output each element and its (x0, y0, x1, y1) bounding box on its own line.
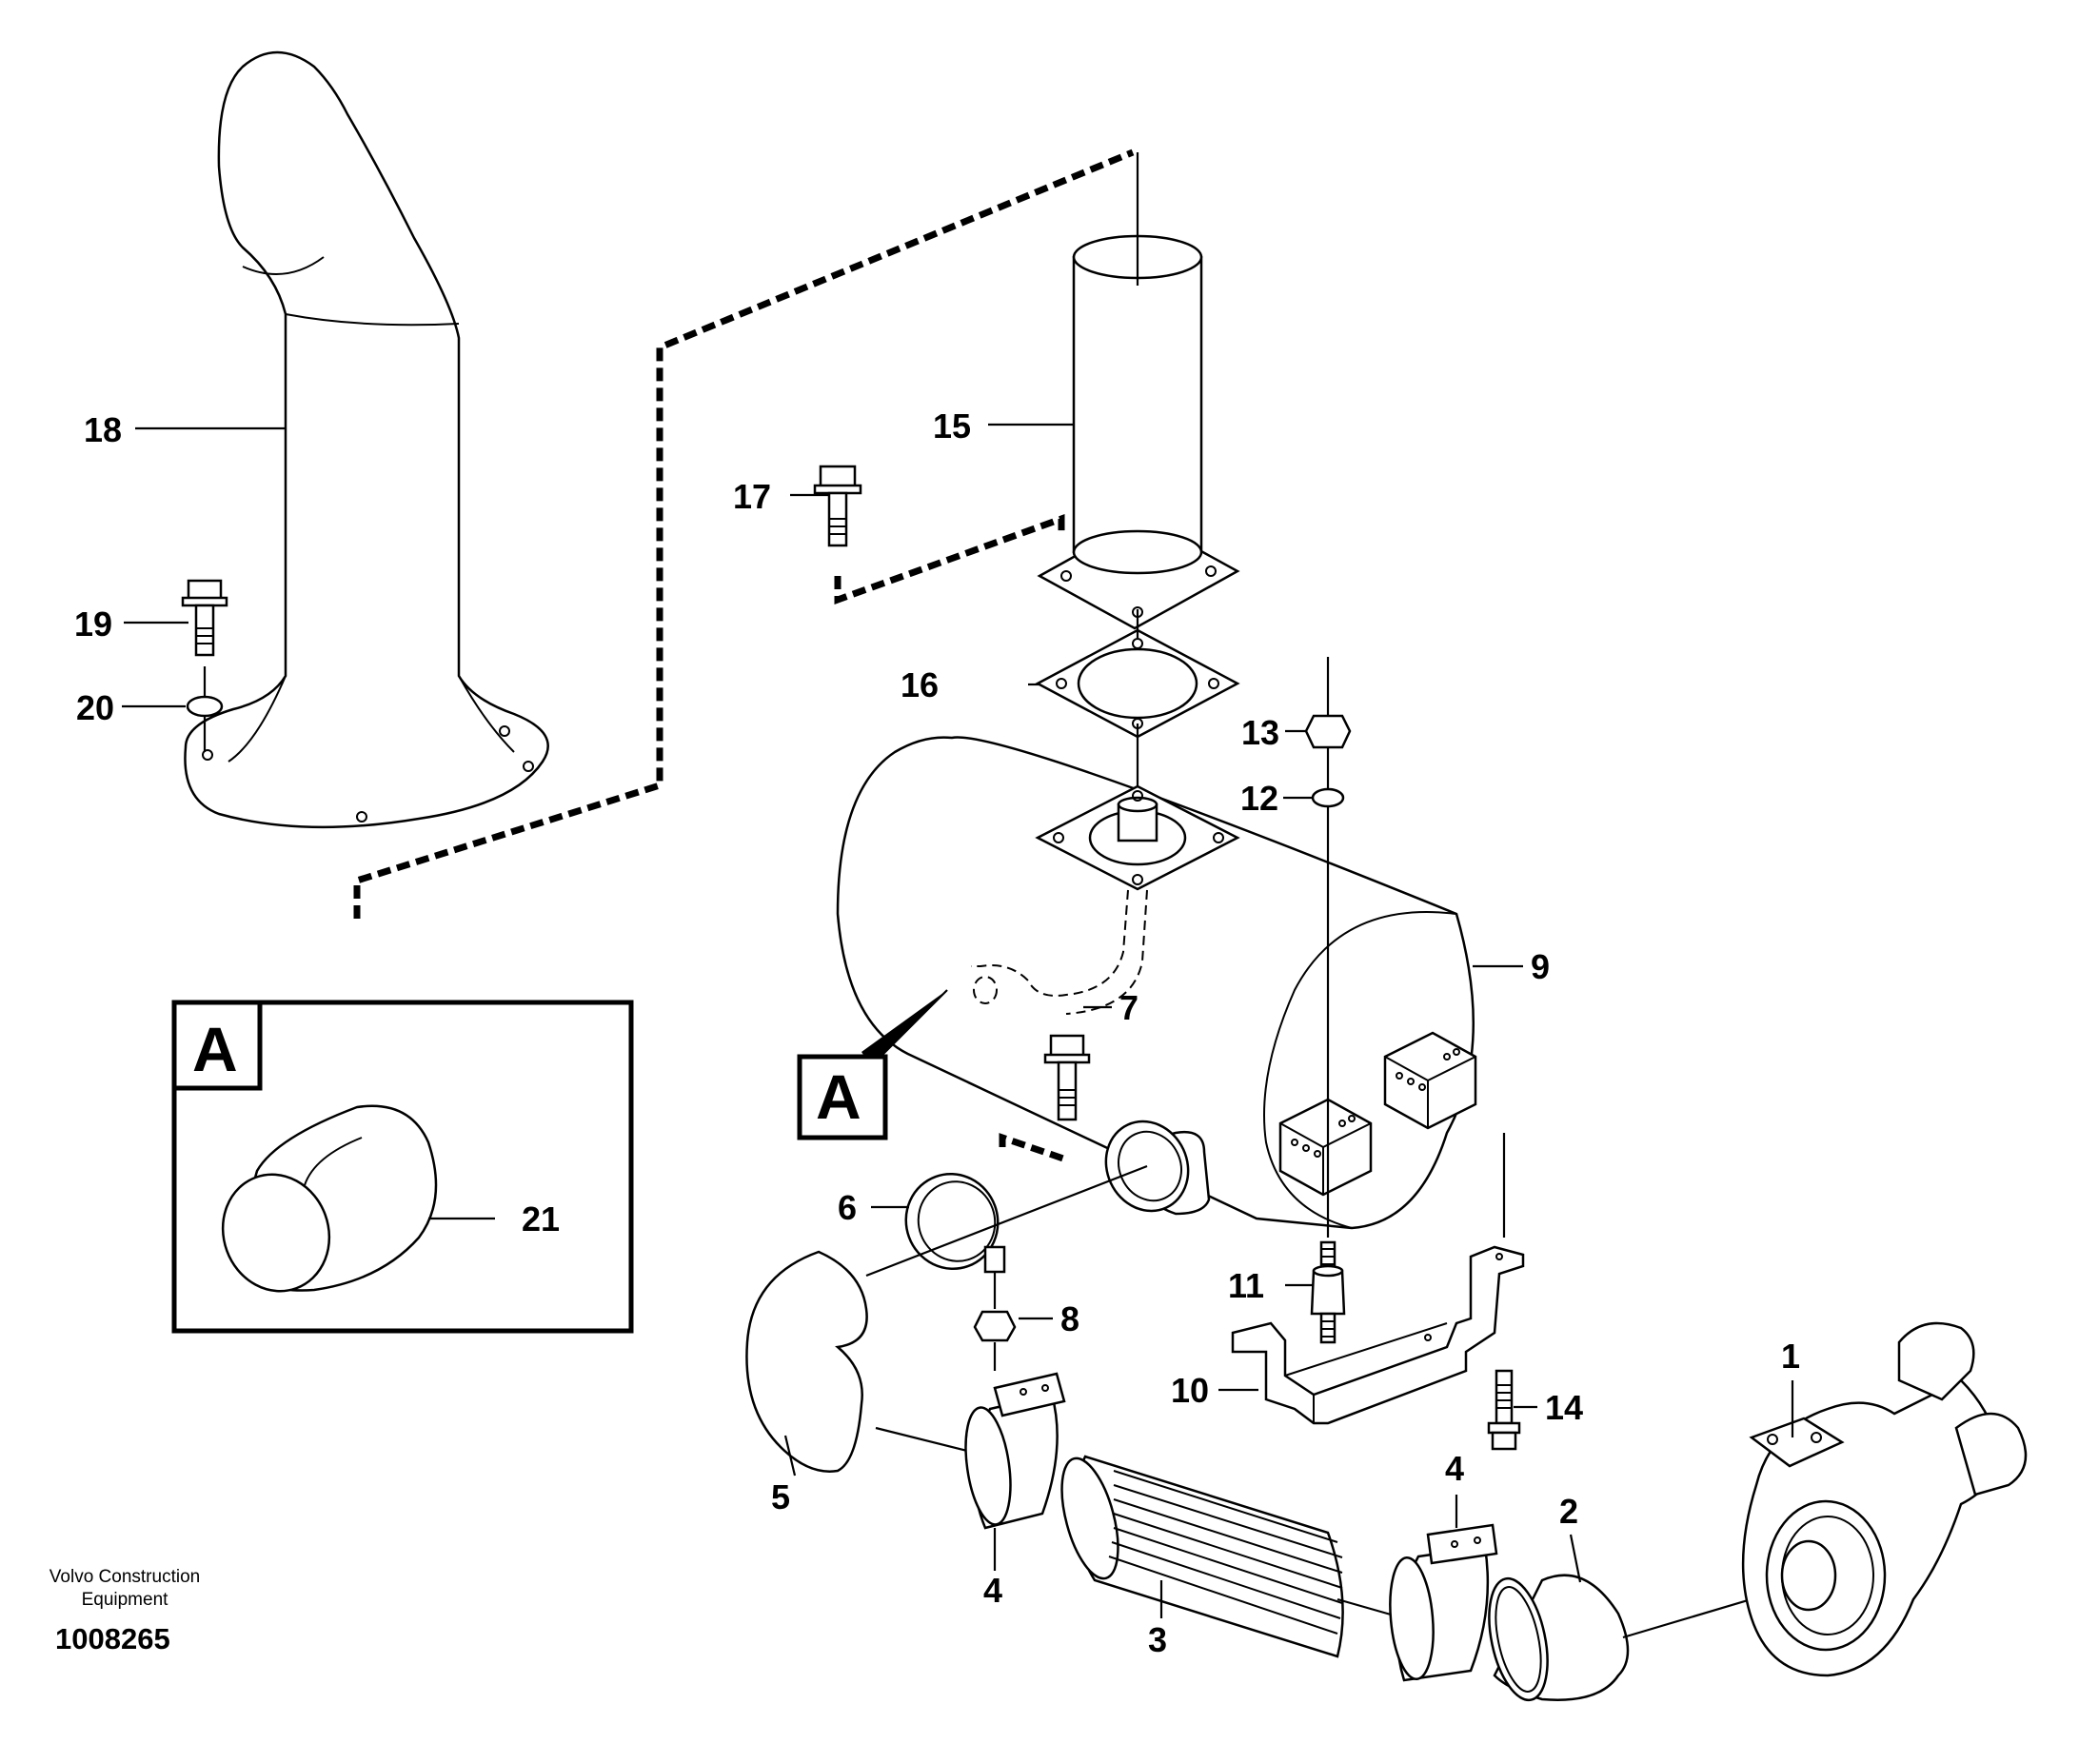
inset-title-a: A (192, 1014, 238, 1084)
nut-13 (1304, 714, 1352, 749)
label-10: 10 (1171, 1371, 1209, 1410)
bolt-7 (1043, 1034, 1091, 1121)
routing-line-stack (353, 149, 1135, 919)
label-15: 15 (933, 406, 971, 446)
leader-lines (122, 423, 1794, 1618)
bolt-14 (1487, 1369, 1521, 1451)
label-4a: 4 (983, 1571, 1002, 1610)
turbocharger-1 (1741, 1321, 2028, 1677)
silencer-9 (836, 736, 1477, 1230)
end-cap-21 (221, 1104, 438, 1293)
routing-line-bolt7 (999, 1133, 1068, 1163)
clamp-6 (904, 1172, 1006, 1274)
label-4b: 4 (1445, 1449, 1464, 1488)
label-8: 8 (1060, 1299, 1079, 1338)
bolt-17 (813, 465, 862, 547)
label-9: 9 (1531, 947, 1550, 986)
label-12: 12 (1240, 779, 1278, 818)
stud-11 (1310, 1240, 1346, 1344)
nut-8 (973, 1310, 1017, 1342)
label-13: 13 (1241, 713, 1279, 752)
elbow-2 (1488, 1574, 1630, 1702)
label-6: 6 (838, 1188, 857, 1227)
footer-drawing-number: 1008265 (55, 1622, 170, 1655)
detail-inset-a (171, 1000, 634, 1334)
flex-hose-3 (1060, 1455, 1344, 1658)
elbow-5 (745, 1250, 868, 1473)
routing-line-bolt17 (834, 514, 1065, 605)
label-17: 17 (733, 477, 771, 516)
label-20: 20 (76, 688, 114, 727)
footer-company-line2: Equipment (82, 1590, 169, 1610)
label-7: 7 (1119, 988, 1138, 1027)
label-3: 3 (1148, 1620, 1167, 1659)
axis-line-6-inlet (865, 1164, 1148, 1278)
gasket-16 (1035, 628, 1240, 739)
label-14: 14 (1545, 1388, 1583, 1427)
label-2: 2 (1559, 1492, 1578, 1531)
label-11: 11 (1228, 1266, 1264, 1305)
bracket-10 (1231, 1245, 1525, 1425)
label-16: 16 (901, 665, 939, 704)
label-19: 19 (74, 605, 112, 644)
washer-12 (1311, 787, 1345, 808)
label-21: 21 (522, 1199, 560, 1239)
pipe-15 (1037, 234, 1240, 630)
callout-a (797, 989, 948, 1140)
clamp-4-left (964, 1372, 1066, 1530)
label-18: 18 (84, 410, 122, 449)
label-1: 1 (1781, 1337, 1800, 1376)
bolt-19 (181, 579, 228, 752)
callout-label-a: A (816, 1061, 861, 1132)
label-5: 5 (771, 1477, 790, 1516)
exhaust-stack (184, 50, 549, 829)
footer-company-line1: Volvo Construction (50, 1567, 200, 1587)
clamp-4-right (1389, 1523, 1498, 1682)
washer-20 (186, 695, 224, 718)
